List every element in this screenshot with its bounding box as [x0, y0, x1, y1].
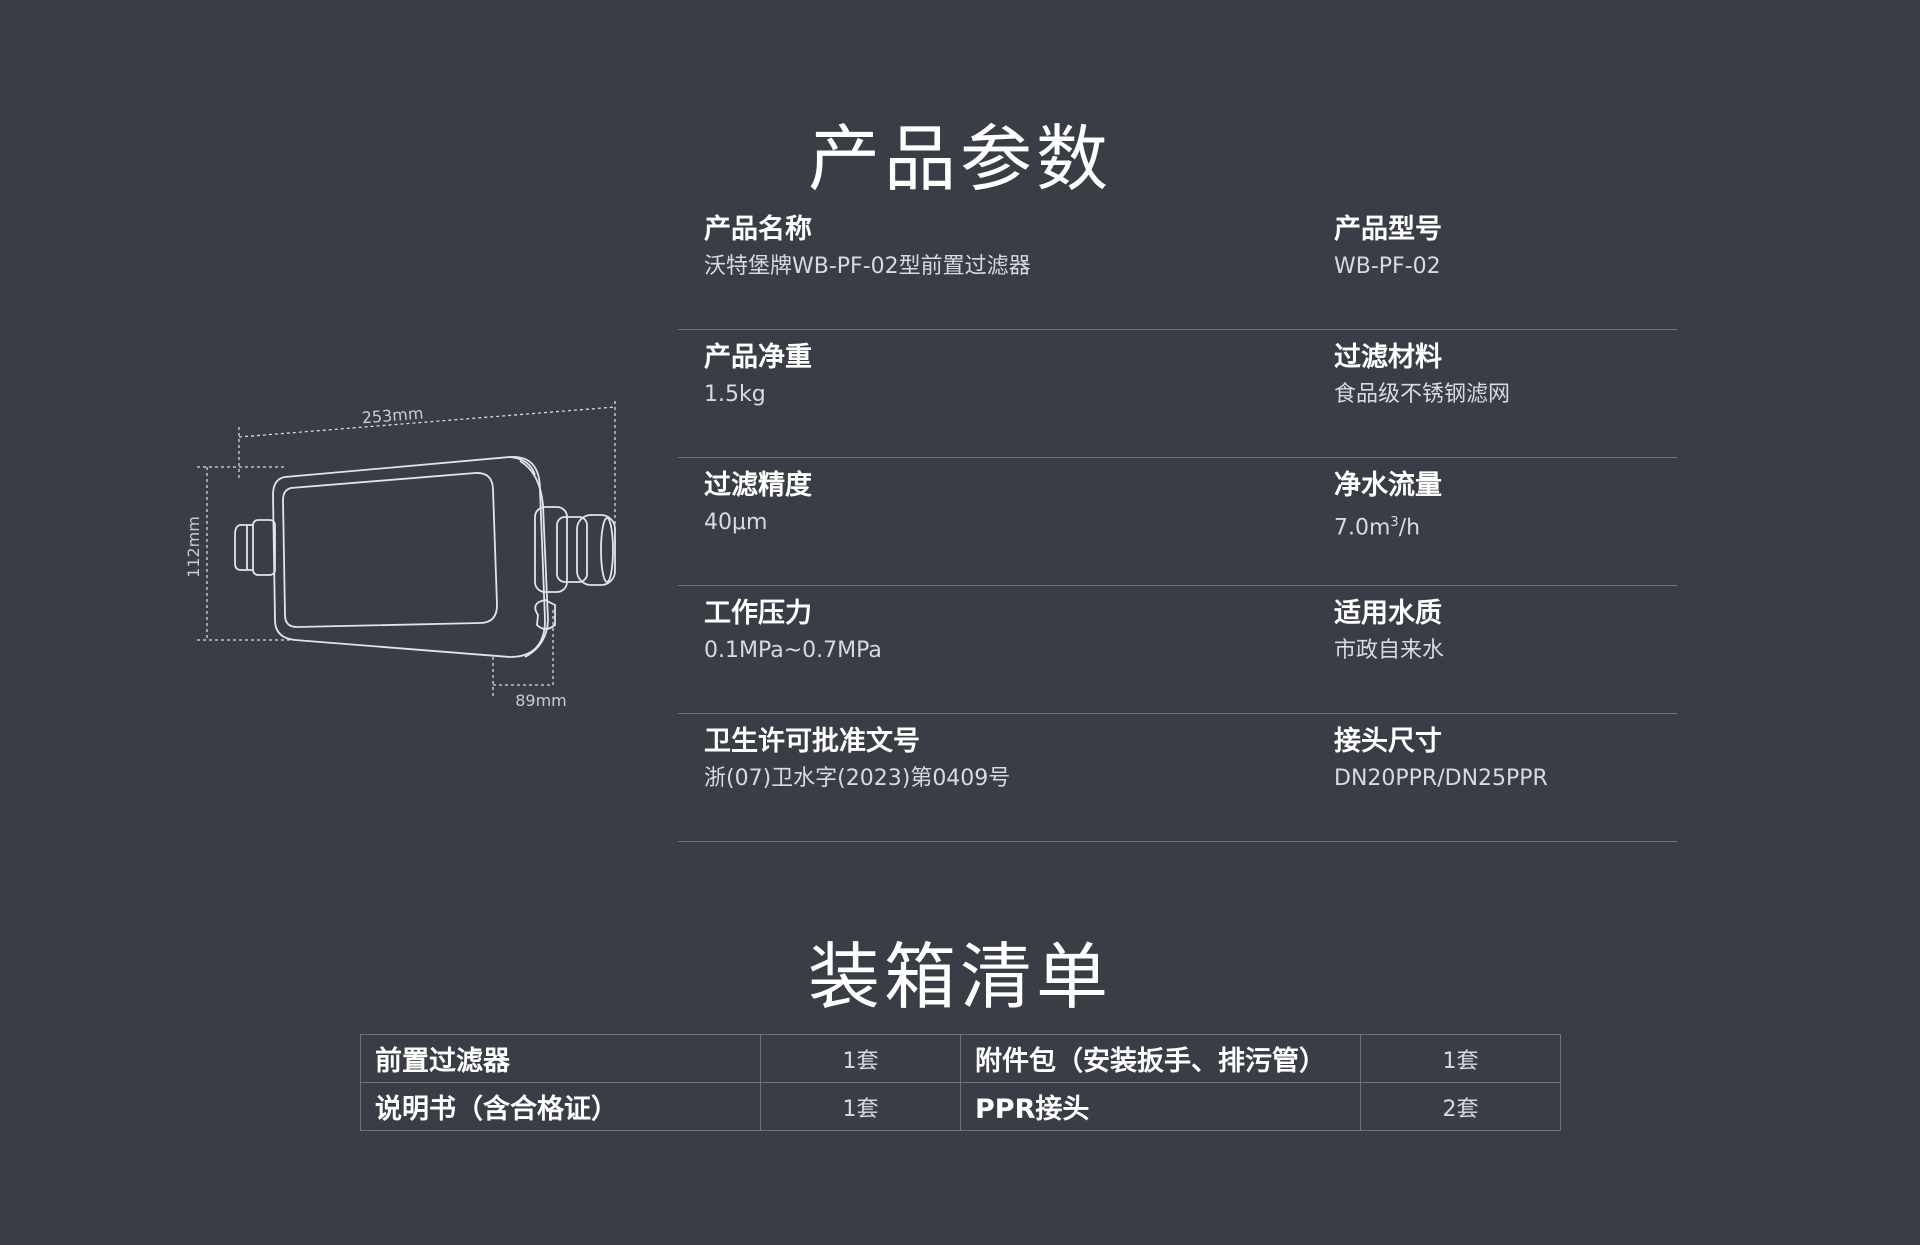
length-dimension-label: 253mm [361, 404, 424, 428]
packing-item-name: 前置过滤器 [360, 1034, 761, 1083]
spec-value: 食品级不锈钢滤网 [1334, 382, 1511, 407]
spec-label: 卫生许可批准文号 [704, 726, 920, 757]
spec-label: 净水流量 [1334, 470, 1442, 501]
spec-value: 市政自来水 [1334, 638, 1445, 663]
spec-value: WB-PF-02 [1334, 254, 1441, 279]
spec-value: 0.1MPa~0.7MPa [704, 638, 882, 663]
spec-cell-filter-precision: 过滤精度 40μm [704, 466, 812, 540]
packing-item-name: 附件包（安装扳手、排污管） [960, 1034, 1361, 1083]
flow-rate-unit: /h [1398, 515, 1421, 541]
spec-cell-product-name: 产品名称 沃特堡牌WB-PF-02型前置过滤器 [704, 210, 1031, 284]
spec-value: 1.5kg [704, 382, 766, 407]
depth-dimension-label: 89mm [515, 691, 567, 710]
spec-value: 沃特堡牌WB-PF-02型前置过滤器 [704, 254, 1031, 279]
spec-label: 过滤精度 [704, 470, 812, 501]
spec-label: 适用水质 [1334, 598, 1442, 629]
spec-label: 产品型号 [1334, 214, 1442, 245]
spec-row: 产品净重 1.5kg 过滤材料 食品级不锈钢滤网 [678, 330, 1677, 458]
spec-label: 产品净重 [704, 342, 812, 373]
spec-row: 产品名称 沃特堡牌WB-PF-02型前置过滤器 产品型号 WB-PF-02 [678, 202, 1677, 330]
height-dimension-label: 112mm [185, 516, 203, 578]
spec-cell-flow-rate: 净水流量 7.0m3/h [1334, 466, 1442, 545]
spec-label: 产品名称 [704, 214, 812, 245]
params-title: 产品参数 [807, 117, 1112, 201]
packing-item-qty: 1套 [1360, 1034, 1561, 1083]
dimension-lines [197, 401, 616, 697]
spec-label: 过滤材料 [1334, 342, 1442, 373]
packing-title: 装箱清单 [807, 935, 1112, 1019]
packing-item-qty: 2套 [1360, 1082, 1561, 1131]
spec-cell-net-weight: 产品净重 1.5kg [704, 338, 812, 412]
spec-row: 过滤精度 40μm 净水流量 7.0m3/h [678, 458, 1677, 586]
spec-value: 浙(07)卫水字(2023)第0409号 [704, 766, 1011, 791]
packing-item-qty: 1套 [760, 1034, 961, 1083]
spec-row: 卫生许可批准文号 浙(07)卫水字(2023)第0409号 接头尺寸 DN20P… [678, 714, 1677, 842]
spec-cell-working-pressure: 工作压力 0.1MPa~0.7MPa [704, 594, 882, 668]
spec-label: 工作压力 [704, 598, 812, 629]
product-dimension-diagram: 253mm 112mm 89mm [185, 401, 616, 710]
packing-item-qty: 1套 [760, 1082, 961, 1131]
packing-item-name: 说明书（含合格证） [360, 1082, 761, 1131]
flow-rate-number: 7.0m [1334, 515, 1391, 541]
table-row: 前置过滤器 1套 附件包（安装扳手、排污管） 1套 [360, 1034, 1561, 1083]
packing-item-name: PPR接头 [960, 1082, 1361, 1131]
spec-value: 40μm [704, 510, 768, 535]
spec-label: 接头尺寸 [1334, 726, 1442, 757]
spec-cell-water-quality: 适用水质 市政自来水 [1334, 594, 1444, 668]
spec-row: 工作压力 0.1MPa~0.7MPa 适用水质 市政自来水 [678, 586, 1677, 714]
spec-value: DN20PPR/DN25PPR [1334, 766, 1548, 791]
spec-cell-connector-size: 接头尺寸 DN20PPR/DN25PPR [1334, 722, 1548, 796]
spec-table: 产品名称 沃特堡牌WB-PF-02型前置过滤器 产品型号 WB-PF-02 产品… [678, 202, 1677, 842]
spec-cell-hygiene-license: 卫生许可批准文号 浙(07)卫水字(2023)第0409号 [704, 722, 1010, 796]
spec-cell-filter-material: 过滤材料 食品级不锈钢滤网 [1334, 338, 1510, 412]
flow-rate-exponent: 3 [1390, 515, 1399, 530]
spec-value: 7.0m3/h [1334, 506, 1442, 545]
filter-housing-outline [234, 456, 616, 658]
table-row: 说明书（含合格证） 1套 PPR接头 2套 [360, 1082, 1561, 1131]
spec-cell-model: 产品型号 WB-PF-02 [1334, 210, 1442, 284]
packing-list-table: 前置过滤器 1套 附件包（安装扳手、排污管） 1套 说明书（含合格证） 1套 P… [360, 1034, 1561, 1131]
